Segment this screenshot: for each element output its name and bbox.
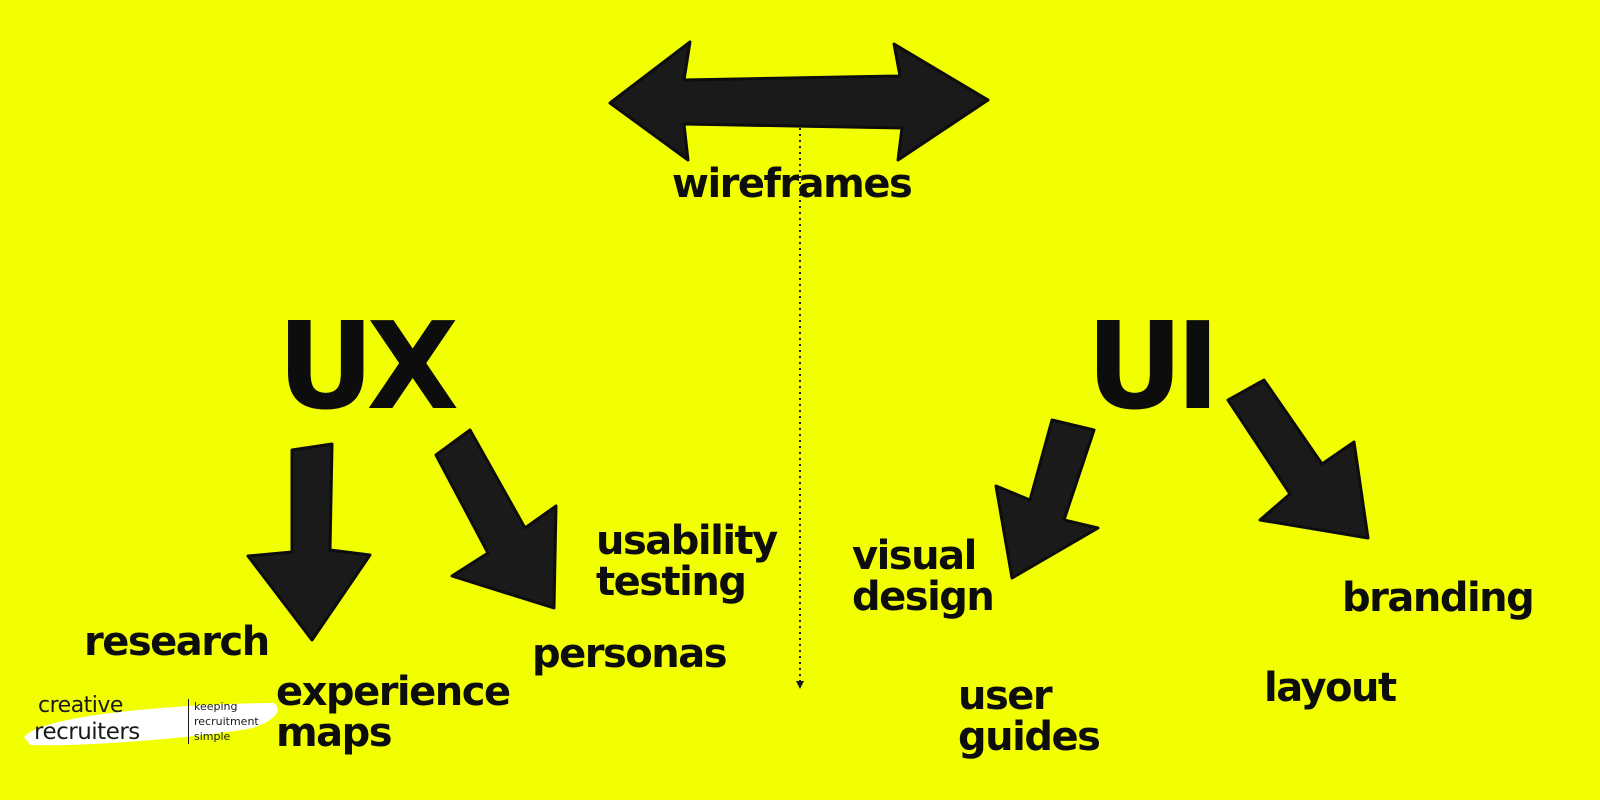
creative-recruiters-logo: creative recruiters keeping recruitment … [16,693,278,753]
ux-down-arrow-icon [246,442,372,642]
experience-maps-label: experience maps [276,669,511,756]
logo-tagline: keeping recruitment simple [188,699,259,744]
personas-label: personas [532,631,728,677]
visual-design-label: visual design [852,533,995,620]
layout-label: layout [1264,665,1397,711]
ux-diagonal-arrow-icon [434,428,558,610]
ui-down-left-arrow-icon [994,418,1100,580]
user-guides-label: user guides [958,673,1101,760]
ui-title: UI [1086,298,1220,437]
ux-title: UX [277,298,459,437]
double-arrow-icon [608,40,990,162]
logo-line2: recruiters [34,719,140,745]
wireframes-label: wireframes [672,161,913,207]
usability-testing-label: usability testing [596,518,778,605]
ui-down-right-arrow-icon [1226,378,1370,540]
research-label: research [84,619,270,665]
divider-arrowhead-icon [796,681,804,689]
logo-swoosh-icon [24,703,278,746]
branding-label: branding [1342,575,1535,621]
logo-line1: creative [38,693,123,718]
